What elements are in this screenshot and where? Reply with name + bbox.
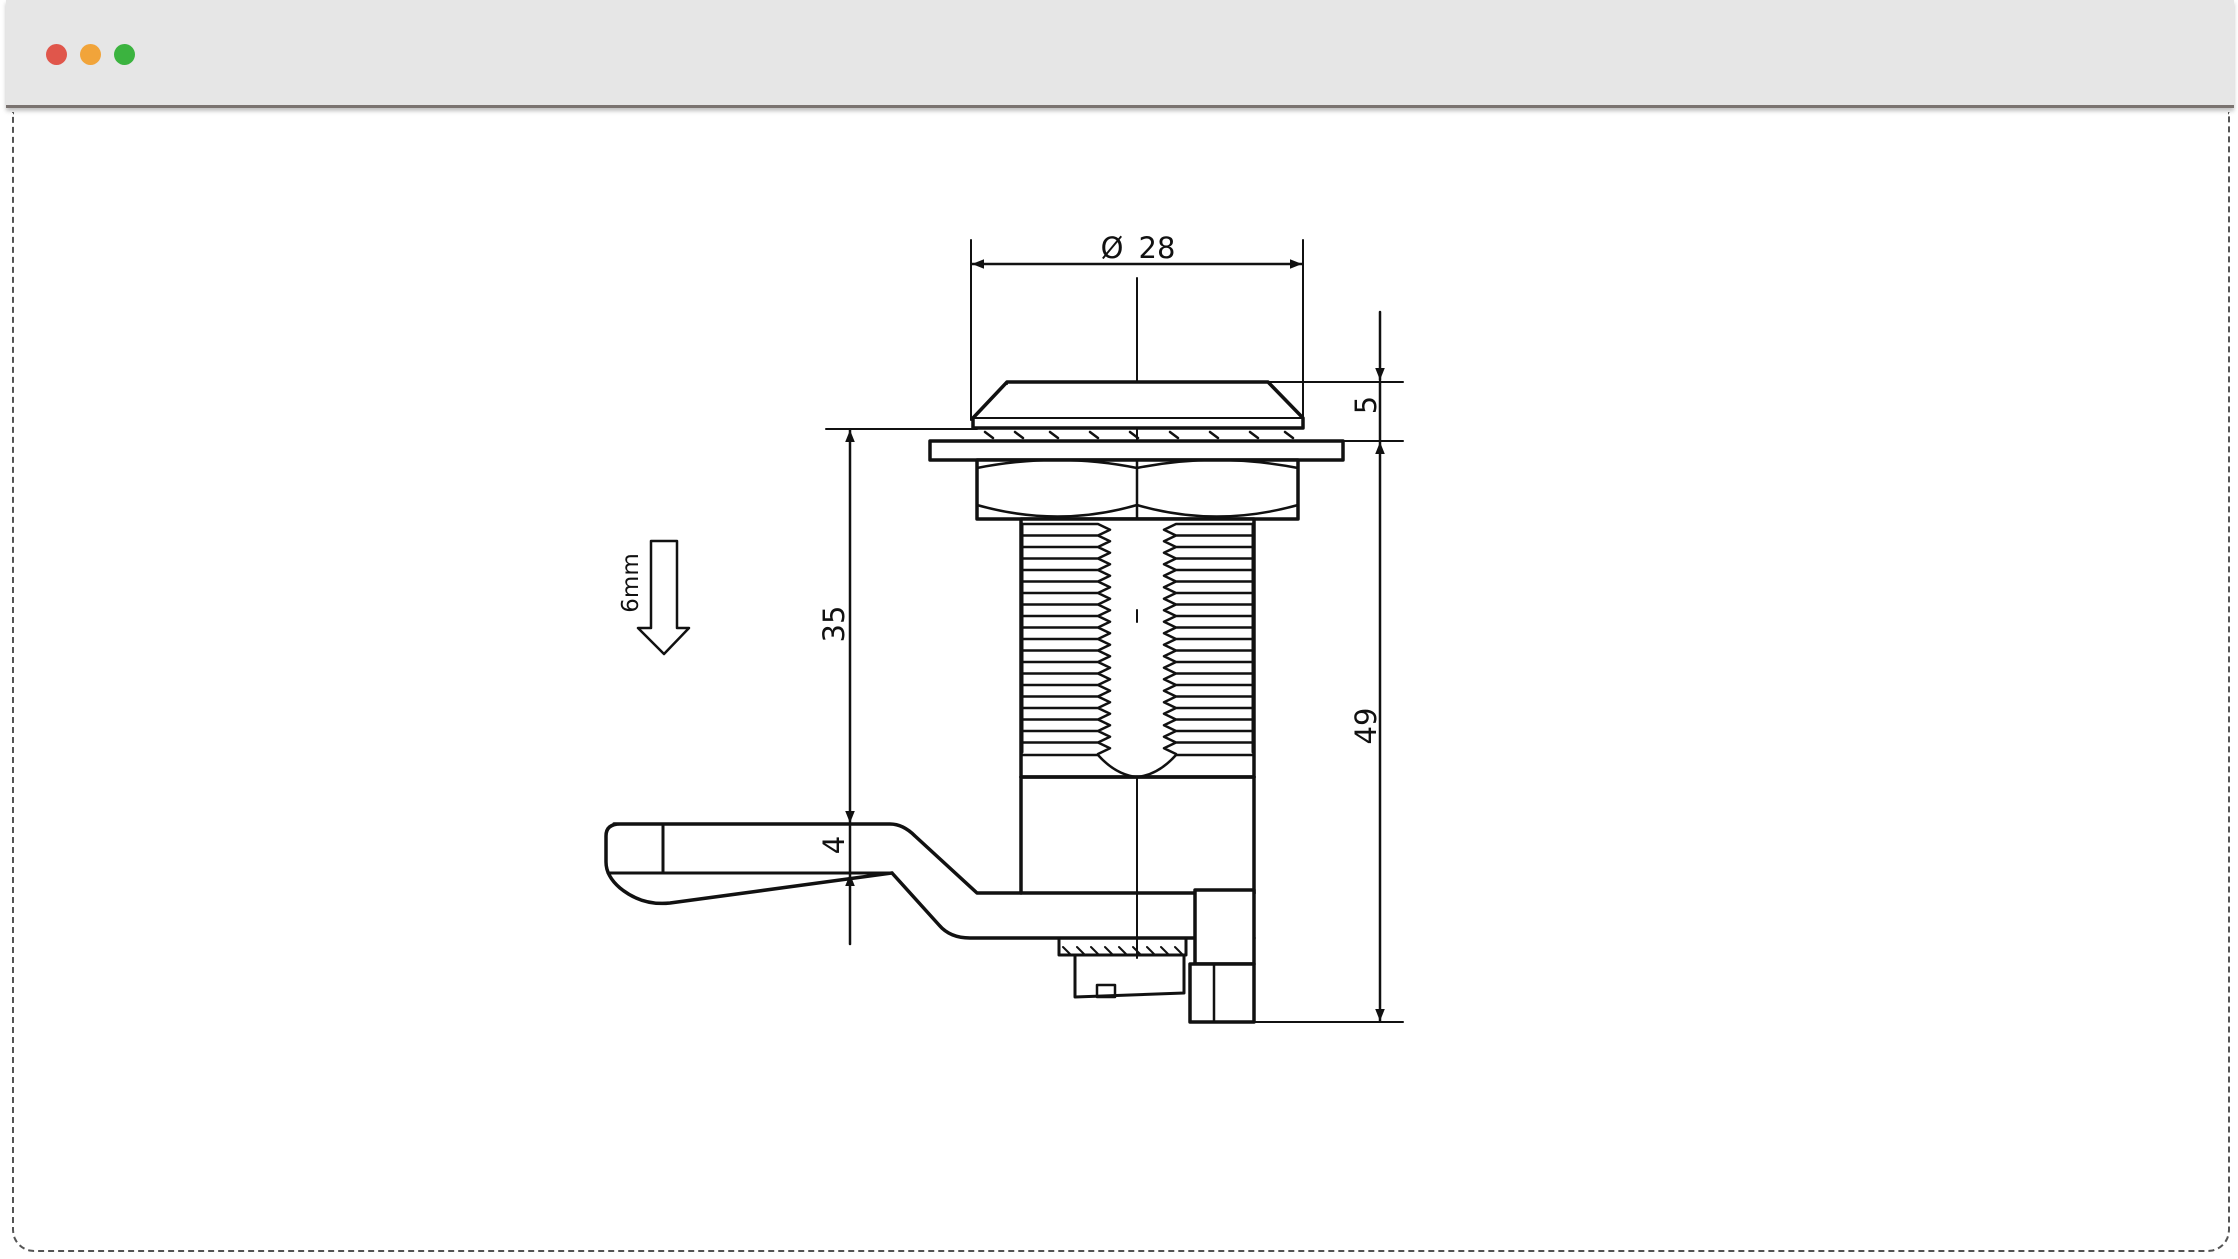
panel-thickness-label: 6mm: [618, 553, 644, 612]
washer-plate: [928, 439, 1345, 462]
diameter-symbol: Ø: [1101, 231, 1124, 265]
drawing-canvas-frame: [12, 112, 2230, 1252]
total-length-label: 49: [1349, 708, 1383, 745]
flange-height-label: 5: [1349, 396, 1383, 414]
flange-height-dimension: [1267, 310, 1404, 443]
diameter-label: 28: [1139, 231, 1176, 265]
cam-thickness-label: 4: [817, 836, 851, 854]
grip-length-dimension: [825, 428, 978, 825]
hex-nut: [975, 458, 1300, 521]
diameter-dimension: [970, 239, 1304, 421]
close-button[interactable]: [46, 44, 67, 65]
title-bar: [6, 0, 2234, 108]
threaded-body: [1019, 517, 1256, 779]
retaining-screw: [1057, 888, 1256, 1024]
grip-length-label: 35: [817, 606, 851, 643]
down-arrow-icon: [636, 539, 691, 656]
total-length-dimension: [1253, 440, 1404, 1023]
lower-cylinder: [1019, 775, 1256, 895]
cam-arm: [604, 822, 1256, 940]
lock-head: [971, 380, 1305, 440]
minimize-button[interactable]: [80, 44, 101, 65]
zoom-button[interactable]: [114, 44, 135, 65]
thread-right: [1162, 522, 1255, 756]
thread-left: [1020, 522, 1112, 756]
